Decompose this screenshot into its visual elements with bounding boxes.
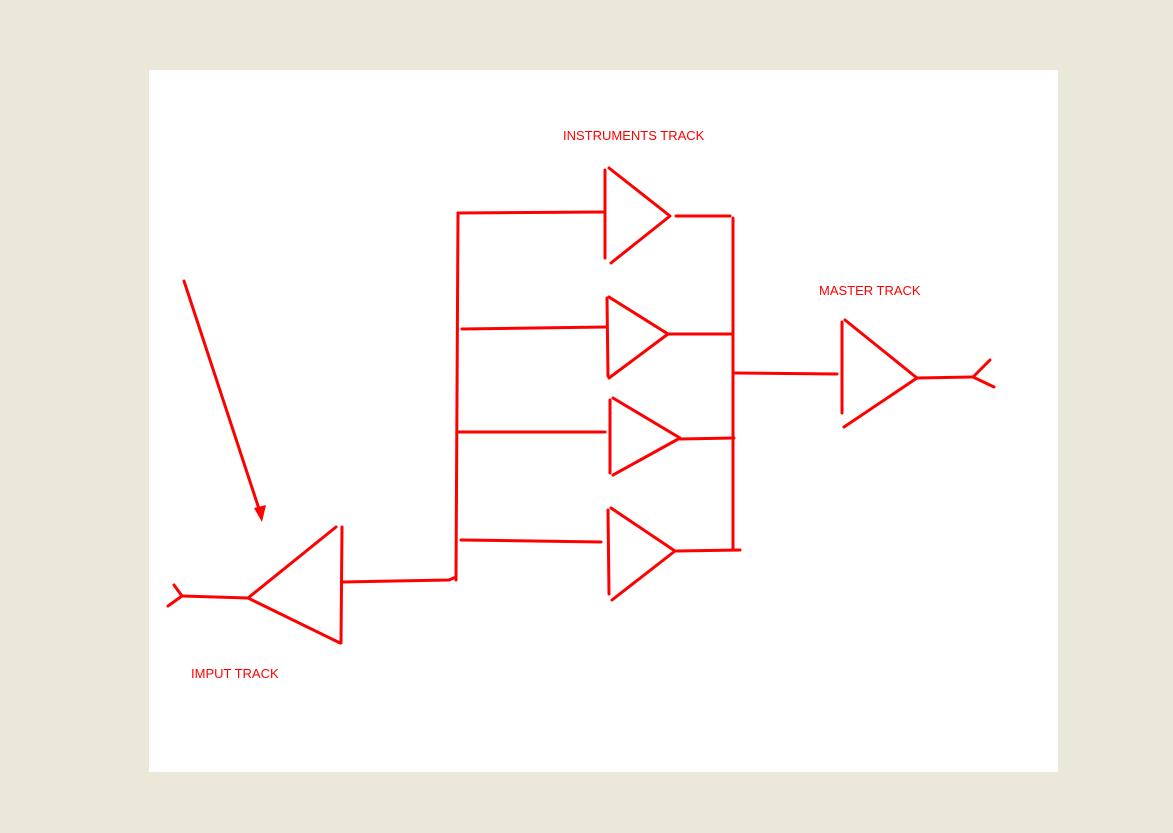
instrument-amplifier-4 (606, 506, 742, 602)
instrument-amplifier-3 (608, 396, 736, 477)
master-track-amplifier (840, 318, 996, 429)
input-track-amplifier (166, 525, 458, 645)
pointer-arrow (182, 279, 266, 522)
split-bus (454, 210, 608, 582)
instrument-amplifier-1 (603, 166, 732, 265)
instruments-track-label: INSTRUMENTS TRACK (563, 128, 705, 143)
input-track-label: IMPUT TRACK (191, 666, 279, 681)
sum-bus (731, 216, 839, 552)
instrument-amplifier-2 (605, 295, 735, 380)
master-track-label: MASTER TRACK (819, 283, 921, 298)
